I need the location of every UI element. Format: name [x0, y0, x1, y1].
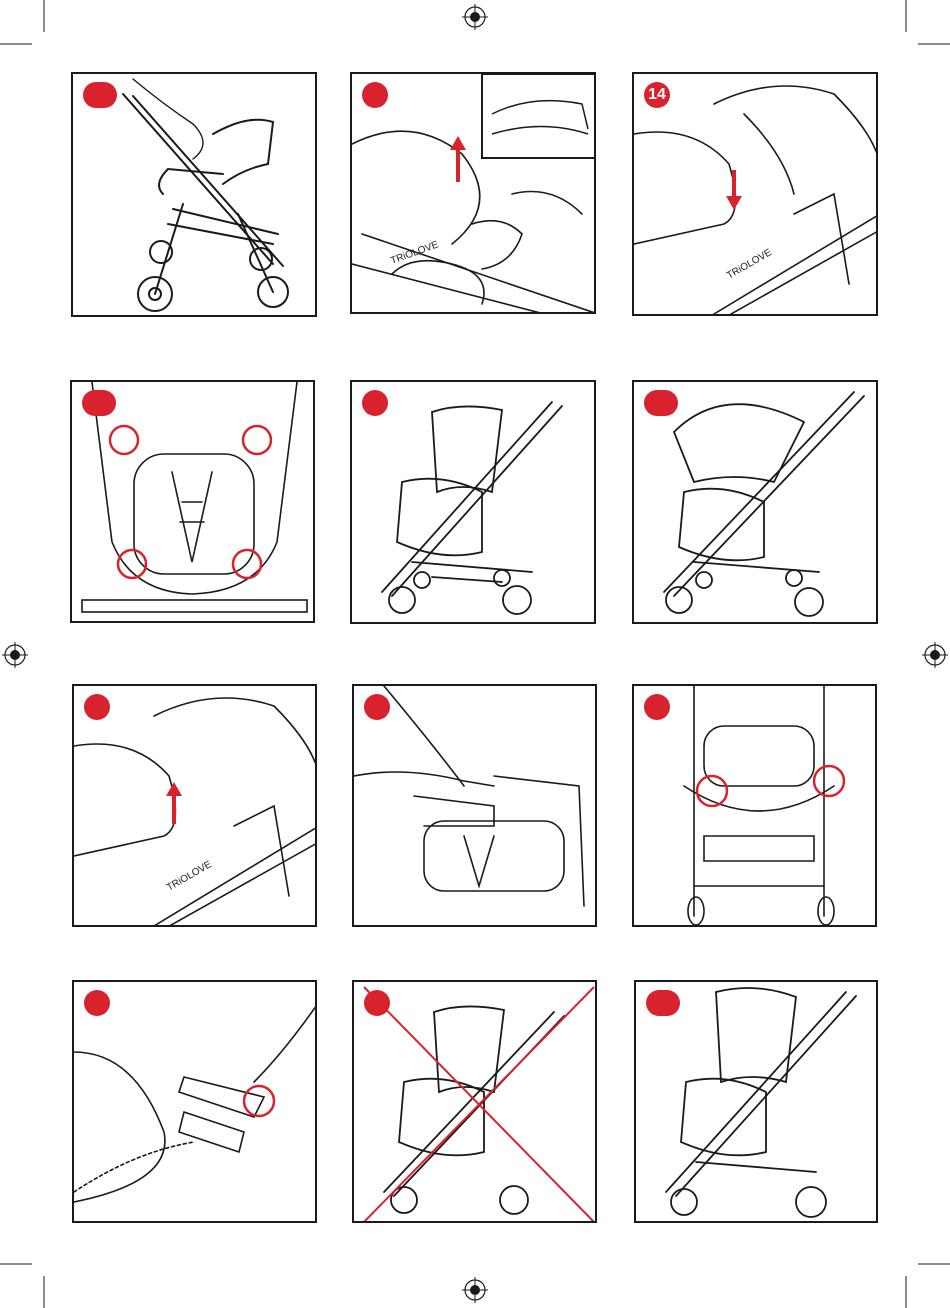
panel-3-insert-seat: TRiOLOVE 14 — [632, 72, 878, 316]
handle-illustration — [74, 982, 317, 1223]
stroller-illustration — [352, 382, 596, 624]
panel-9-front-buttons — [632, 684, 877, 927]
panel-6-stroller-canopy — [632, 380, 878, 624]
registration-mark-right — [922, 642, 948, 668]
step-badge — [84, 694, 110, 720]
panel-11-not-allowed — [352, 980, 597, 1223]
registration-mark-top — [462, 4, 488, 30]
step-badge — [82, 390, 116, 416]
panel-2-lift-seat: TRiOLOVE — [350, 72, 596, 314]
arrow-up-marker — [450, 136, 466, 182]
panel-5-stroller-rear — [350, 380, 596, 624]
step-badge — [364, 694, 390, 720]
release-lever-illustration — [354, 686, 597, 927]
step-badge — [84, 990, 110, 1016]
seat-insert-illustration: TRiOLOVE — [634, 74, 878, 316]
step-badge: 14 — [644, 82, 670, 108]
step-badge — [362, 390, 388, 416]
panel-7-remove-seat: TRiOLOVE — [72, 684, 317, 927]
step-badge — [83, 82, 117, 108]
brand-label: TRiOLOVE — [725, 247, 774, 282]
stroller-illustration — [634, 382, 878, 624]
stroller-illustration — [354, 982, 597, 1223]
registration-mark-bottom — [462, 1277, 488, 1303]
seat-underside-illustration — [72, 382, 315, 623]
arrow-down-marker — [726, 170, 742, 210]
stroller-illustration — [73, 74, 317, 317]
panel-10-handle-button — [72, 980, 317, 1223]
step-badge — [644, 390, 678, 416]
panel-1-stroller-fold — [71, 72, 317, 317]
arrow-up-marker — [166, 782, 182, 824]
not-allowed-cross — [364, 987, 594, 1222]
stroller-illustration — [636, 982, 878, 1223]
panel-8-release-lever — [352, 684, 597, 927]
panel-12-stroller-forward — [634, 980, 878, 1223]
front-view-illustration — [634, 686, 877, 927]
step-badge — [646, 990, 680, 1016]
brand-label: TRiOLOVE — [165, 859, 214, 894]
button-circle — [244, 1086, 274, 1116]
step-badge — [644, 694, 670, 720]
seat-lift-illustration: TRiOLOVE — [352, 74, 596, 314]
step-badge — [362, 82, 388, 108]
registration-mark-left — [2, 642, 28, 668]
seat-remove-illustration: TRiOLOVE — [74, 686, 317, 927]
panel-4-seat-underside — [70, 380, 315, 623]
step-badge — [364, 990, 390, 1016]
